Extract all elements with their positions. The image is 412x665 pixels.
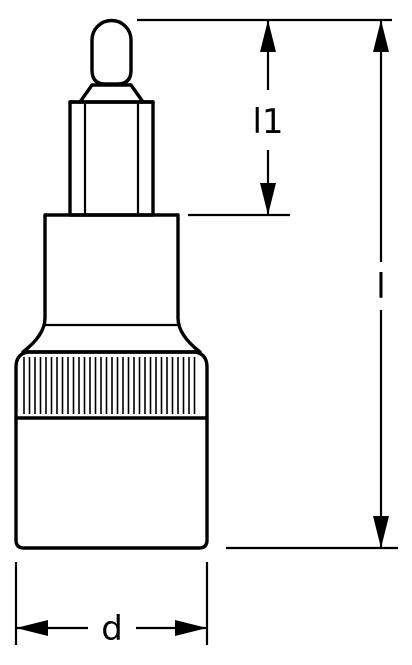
d-arrow-left-icon: [16, 620, 48, 636]
dimension-l: l: [226, 20, 398, 550]
d-arrow-right-icon: [175, 620, 207, 636]
ball-head: [90, 18, 133, 86]
l1-arrow-up-icon: [260, 20, 276, 52]
l-label: l: [376, 267, 385, 307]
dimension-l1: l1: [137, 18, 392, 217]
hex-shank: [68, 83, 155, 217]
socket-collar: [21, 213, 202, 354]
d-label: d: [101, 609, 123, 649]
knurl-lines: [23, 357, 196, 414]
l-arrow-down-icon: [373, 516, 389, 548]
l1-arrow-down-icon: [260, 183, 276, 215]
socket-body: [14, 416, 209, 550]
dimension-d: d: [14, 562, 209, 649]
l-arrow-up-icon: [373, 20, 389, 52]
l1-label: l1: [252, 102, 283, 142]
knurled-band: [14, 350, 209, 420]
